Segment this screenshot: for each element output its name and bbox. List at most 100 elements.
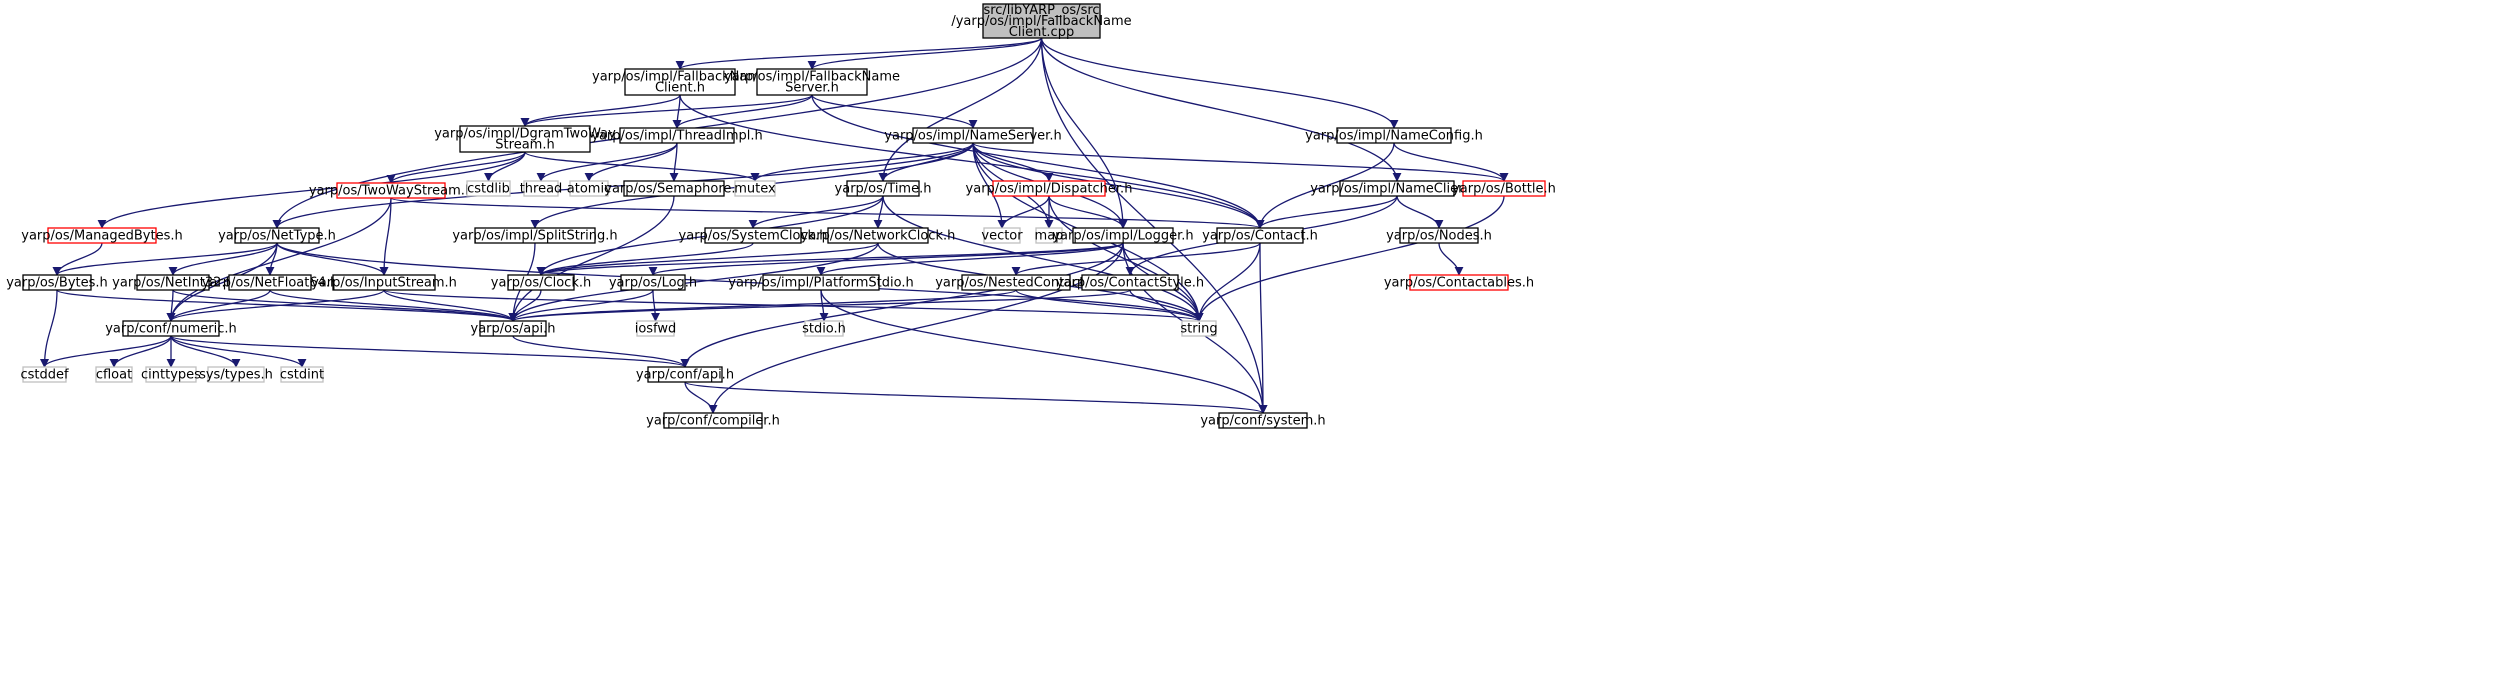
node-box [234, 227, 320, 244]
edge-numeric-to-cstddef [40, 335, 172, 368]
edge [508, 289, 1131, 322]
node-label: yarp/os/impl/Logger.h [1052, 229, 1193, 244]
node-netint32[interactable]: yarp/os/NetInt32.h [112, 274, 234, 291]
node-cstddef: cstddef [20, 366, 69, 383]
edge-dgram-to-twowaystream [386, 151, 526, 184]
edge-logger-to-platformstdio [816, 242, 1124, 276]
node-netfloat64[interactable]: yarp/os/NetFloat64.h [202, 274, 339, 291]
node-iosfwd: iosfwd [635, 320, 676, 337]
node-box [459, 125, 591, 153]
edge-contact-to-nestedcontact [1011, 242, 1261, 276]
node-box [332, 274, 436, 291]
edge [1194, 242, 1261, 322]
edge-nestedcontact-to-osapi [508, 289, 1017, 322]
node-platformstdio[interactable]: yarp/os/impl/PlatformStdio.h [728, 274, 914, 291]
edge [1258, 242, 1268, 414]
node-osapi[interactable]: yarp/os/api.h [471, 320, 556, 337]
edge [708, 242, 1124, 414]
edge-twowaystream-to-inputstream [379, 197, 392, 276]
node-box [992, 180, 1106, 197]
edge-dispatcher-to-logger [1048, 195, 1128, 229]
edge-logger-to-confapi [680, 242, 1124, 368]
edge [172, 289, 518, 322]
edge [816, 242, 1124, 276]
edge-inputstream-to-string [383, 289, 1204, 322]
node-semaphore[interactable]: yarp/os/Semaphore.h [604, 180, 744, 197]
node-box [136, 274, 210, 291]
edge [512, 335, 690, 368]
node-label: yarp/os/impl/SplitString.h [452, 229, 617, 244]
node-nodes[interactable]: yarp/os/Nodes.h [1386, 227, 1492, 244]
node-nestedcontact[interactable]: yarp/os/NestedContact.h [935, 274, 1097, 291]
node-box [1216, 227, 1304, 244]
node-box [523, 180, 559, 197]
node-time[interactable]: yarp/os/Time.h [835, 180, 932, 197]
node-root: src/libYARP_os/src/yarp/os/impl/Fallback… [951, 3, 1131, 40]
edge [383, 289, 1204, 322]
edge [972, 142, 1054, 182]
node-contact[interactable]: yarp/os/Contact.h [1202, 227, 1318, 244]
edge [679, 94, 1265, 229]
edge [878, 37, 1043, 182]
node-nameconfig[interactable]: yarp/os/impl/NameConfig.h [1305, 127, 1483, 144]
edge [684, 381, 1268, 414]
edge-contact-to-string [1194, 242, 1261, 322]
edge-nettype-to-bytes [52, 242, 278, 276]
node-label: yarp/conf/api.h [636, 368, 734, 383]
edge-netfloat64-to-osapi [269, 289, 518, 322]
node-numeric[interactable]: yarp/conf/numeric.h [105, 320, 237, 337]
node-systemclock[interactable]: yarp/os/SystemClock.h [679, 227, 828, 244]
node-box [636, 320, 675, 337]
node-label: yarp/os/impl/FallbackName [592, 70, 768, 85]
node-box [1072, 227, 1174, 244]
node-label: yarp/os/impl/PlatformStdio.h [728, 276, 913, 291]
node-networkclock[interactable]: yarp/os/NetworkClock.h [801, 227, 956, 244]
edge [520, 94, 813, 127]
node-splitstring[interactable]: yarp/os/impl/SplitString.h [452, 227, 618, 244]
edge-netint32-to-osapi [172, 289, 518, 322]
node-log[interactable]: yarp/os/Log.h [609, 274, 697, 291]
edge-platformstdio-to-system [820, 289, 1268, 414]
node-threadimpl[interactable]: yarp/os/impl/ThreadImpl.h [591, 127, 763, 144]
node-contactstyle[interactable]: yarp/os/ContactStyle.h [1056, 274, 1204, 291]
node-label: yarp/os/Semaphore.h [604, 182, 744, 197]
edge [811, 94, 978, 129]
edge-threadimpl-to-thread [536, 142, 678, 182]
node-nameserver[interactable]: yarp/os/impl/NameServer.h [884, 127, 1062, 144]
edge [40, 289, 58, 368]
node-twowaystream[interactable]: yarp/os/TwoWayStream.h [309, 182, 473, 199]
edge [1011, 242, 1261, 276]
node-dispatcher[interactable]: yarp/os/impl/Dispatcher.h [966, 180, 1133, 197]
edge-nettype-to-string [276, 242, 1204, 322]
node-compiler[interactable]: yarp/conf/compiler.h [646, 412, 780, 429]
node-label: yarp/os/InputStream.h [311, 276, 457, 291]
node-box [1035, 227, 1063, 244]
node-contactables[interactable]: yarp/os/Contactables.h [1384, 274, 1534, 291]
node-managedbytes[interactable]: yarp/os/ManagedBytes.h [21, 227, 183, 244]
edge [1015, 289, 1204, 322]
node-confapi[interactable]: yarp/conf/api.h [636, 366, 734, 383]
node-mutex: mutex [734, 180, 776, 197]
node-label: yarp/os/impl/ThreadImpl.h [591, 129, 762, 144]
node-bytes[interactable]: yarp/os/Bytes.h [6, 274, 108, 291]
node-label: /yarp/os/impl/FallbackName [951, 14, 1131, 29]
node-logger[interactable]: yarp/os/impl/Logger.h [1052, 227, 1194, 244]
node-nettype[interactable]: yarp/os/NetType.h [218, 227, 336, 244]
node-clock[interactable]: yarp/os/Clock.h [491, 274, 591, 291]
edge [52, 242, 278, 276]
node-label: yarp/os/NetFloat64.h [202, 276, 339, 291]
node-inputstream[interactable]: yarp/os/InputStream.h [311, 274, 457, 291]
edge-nameserver-to-dispatcher [972, 142, 1054, 182]
node-label: yarp/os/impl/NameServer.h [884, 129, 1061, 144]
node-system[interactable]: yarp/conf/system.h [1200, 412, 1326, 429]
edge [584, 142, 678, 182]
node-nameclient[interactable]: yarp/os/impl/NameClient.h [1310, 180, 1484, 197]
edge-inputstream-to-osapi [383, 289, 518, 322]
node-label: yarp/os/TwoWayStream.h [309, 184, 473, 199]
node-bottle[interactable]: yarp/os/Bottle.h [1452, 180, 1556, 197]
edge-numeric-to-confapi [170, 335, 690, 368]
node-label: cinttypes [141, 368, 201, 383]
